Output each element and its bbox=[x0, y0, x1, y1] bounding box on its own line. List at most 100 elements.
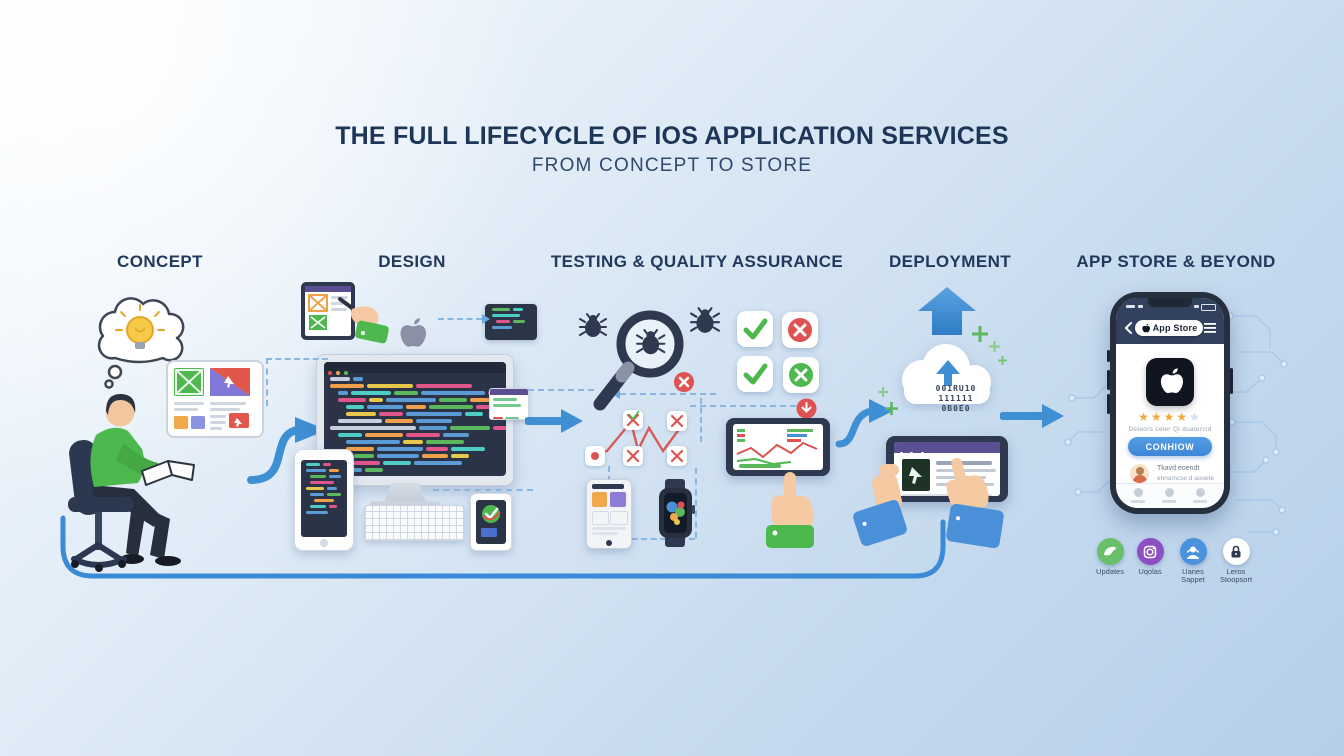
bug-icon bbox=[579, 313, 607, 337]
appstore-pill-label: App Store bbox=[1152, 323, 1198, 333]
page-subtitle: FROM CONCEPT TO STORE bbox=[531, 155, 813, 176]
pass-x-card bbox=[783, 357, 819, 393]
bug-icon bbox=[690, 307, 720, 333]
tab-icon bbox=[1165, 488, 1174, 497]
menu-icon bbox=[1204, 323, 1216, 333]
arrow-deployment-to-appstore bbox=[1000, 404, 1064, 428]
magnifier-bug-icon bbox=[593, 310, 684, 411]
apple-logo-icon bbox=[1141, 323, 1150, 332]
fail-card bbox=[782, 312, 818, 348]
mini-browser-window bbox=[489, 388, 529, 420]
chevron-left-icon bbox=[1124, 322, 1132, 334]
sparkle-icon bbox=[972, 326, 988, 342]
test-flowchart bbox=[585, 410, 687, 466]
x-circle-icon bbox=[788, 318, 812, 342]
sparkle-icon bbox=[989, 341, 1000, 352]
stage-label-appstore: APP STORE & BEYOND bbox=[1076, 252, 1276, 271]
app-icon bbox=[1146, 358, 1194, 406]
tab-icon bbox=[1134, 488, 1143, 497]
pointing-hand-icon bbox=[766, 472, 814, 548]
appstore-pill: App Store bbox=[1135, 320, 1203, 336]
apple-watch-icon bbox=[659, 479, 695, 547]
dashed-connector bbox=[433, 489, 533, 491]
appstore-screen: App Store ★★★★★ Deteors celer Qi duaterc… bbox=[1116, 298, 1224, 508]
dashed-connector bbox=[266, 358, 328, 360]
sketch-tablet bbox=[301, 282, 389, 344]
pass-card bbox=[737, 356, 773, 392]
apple-logo-icon bbox=[400, 318, 426, 347]
pass-card bbox=[737, 311, 773, 347]
updates-icon bbox=[1096, 538, 1124, 565]
error-badge-icon bbox=[674, 372, 694, 392]
appstore-header: App Store bbox=[1116, 298, 1224, 344]
stage-label-concept: CONCEPT bbox=[117, 252, 203, 271]
upload-arrow-icon bbox=[918, 287, 976, 335]
arrow-testing-to-deployment bbox=[835, 399, 893, 448]
dashed-arrowhead bbox=[482, 314, 490, 324]
test-results-tablet bbox=[726, 418, 830, 476]
tab-icon bbox=[1196, 488, 1205, 497]
upload-cloud-icon bbox=[902, 344, 991, 404]
page-title: THE FULL LIFECYCLE OF IOS APPLICATION SE… bbox=[335, 122, 1009, 150]
lock-icon bbox=[1222, 538, 1250, 565]
dashed-connector bbox=[700, 398, 702, 442]
dashed-connector bbox=[620, 393, 716, 395]
left-hand-fingers bbox=[879, 464, 899, 476]
support-person-icon bbox=[1179, 538, 1207, 565]
service-user-support: Uanes Sappet bbox=[1170, 538, 1216, 584]
service-support: Leros Stoopsort bbox=[1212, 538, 1260, 584]
star-empty: ★ bbox=[1189, 410, 1202, 424]
review-title: Tkavd eoendt bbox=[1157, 465, 1200, 472]
review-row: Tkavd eoendt ennamcse d aooete bbox=[1130, 464, 1216, 490]
star-rating: ★★★★★ bbox=[1116, 410, 1224, 424]
sparkle-icon bbox=[998, 356, 1007, 365]
sparkle-icon bbox=[885, 402, 898, 415]
right-sleeve bbox=[945, 503, 1005, 549]
mini-code-window bbox=[485, 304, 537, 340]
sparkle-icon bbox=[878, 387, 888, 397]
dashed-connector bbox=[528, 389, 594, 391]
dashed-connector bbox=[695, 468, 697, 538]
person-on-chair bbox=[68, 393, 195, 572]
service-updates: Updates bbox=[1086, 538, 1134, 576]
monitor-stand bbox=[384, 483, 426, 503]
review-subtitle: ennamcse d aooete bbox=[1157, 475, 1215, 482]
dashed-connector bbox=[690, 405, 796, 407]
apple-logo-icon bbox=[1160, 368, 1183, 394]
lightbulb-icon bbox=[115, 304, 165, 349]
code-editor-screen bbox=[324, 362, 506, 476]
test-chart bbox=[736, 429, 818, 468]
check-icon bbox=[743, 363, 768, 385]
editor-titlebar bbox=[324, 362, 506, 375]
check-icon bbox=[481, 505, 501, 537]
thought-bubble bbox=[97, 297, 185, 389]
keyboard bbox=[364, 505, 464, 541]
camera-icon bbox=[1136, 538, 1164, 565]
download-button: CONHIOW bbox=[1128, 437, 1212, 456]
stage-label-deployment: DEPLOYMENT bbox=[888, 252, 1012, 271]
x-circle-icon bbox=[789, 363, 813, 387]
arrow-design-to-testing bbox=[525, 409, 583, 433]
phone-tabbar bbox=[1116, 483, 1224, 508]
dashed-connector bbox=[438, 318, 482, 320]
cursor-icon bbox=[909, 467, 922, 484]
phone-notch bbox=[1148, 298, 1192, 307]
stars-filled: ★★★★ bbox=[1138, 410, 1190, 424]
service-uqolas: Uqolas bbox=[1128, 538, 1172, 576]
test-device-phone bbox=[586, 479, 632, 549]
stage-label-design: DESIGN bbox=[378, 252, 446, 271]
stage-label-testing: TESTING & QUALITY ASSURANCE bbox=[550, 252, 844, 271]
iphone-mockup: App Store ★★★★★ Deteors celer Qi duaterc… bbox=[1107, 292, 1233, 514]
arrow-concept-to-design bbox=[247, 417, 327, 484]
download-badge-icon bbox=[796, 398, 817, 419]
wireframe-tablet bbox=[166, 360, 264, 438]
dashed-connector bbox=[266, 358, 268, 406]
dashed-connector bbox=[622, 538, 695, 540]
check-icon bbox=[743, 318, 768, 340]
monitor-base bbox=[370, 501, 440, 507]
hand-with-stylus-icon bbox=[338, 297, 389, 344]
circuit-traces bbox=[1064, 312, 1288, 536]
mini-check-tablet bbox=[470, 493, 512, 551]
rating-caption: Deteors celer Qi duatercid bbox=[1128, 426, 1212, 433]
